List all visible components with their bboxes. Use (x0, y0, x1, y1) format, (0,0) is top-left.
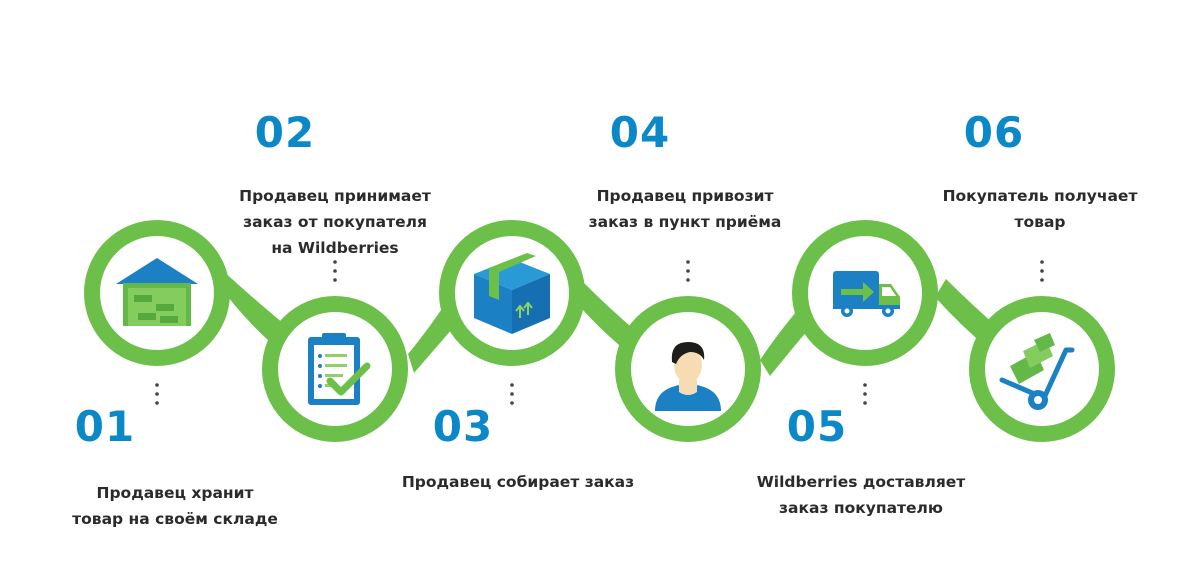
step-label-05: Wildberries доставляет заказ покупателю (756, 473, 966, 517)
person-icon (655, 342, 721, 411)
step-label-03: Продавец собирает заказ (401, 473, 635, 491)
dotted-connector-04 (686, 260, 690, 282)
step-number-02: 02 (254, 108, 316, 157)
step-number-03: 03 (432, 402, 494, 451)
step-label-01: Продавец хранит товар на своём складе (72, 484, 278, 528)
step-label-06: Покупатель получает товар (942, 187, 1138, 231)
step-label-02: Продавец принимает заказ от покупателя н… (239, 187, 431, 257)
dotted-connector-06 (1040, 260, 1044, 282)
step-number-06: 06 (963, 108, 1025, 157)
step-label-04: Продавец привозит заказ в пункт приёма (588, 187, 782, 231)
dotted-connector-03 (510, 383, 514, 405)
truck-icon (833, 271, 900, 317)
box-icon (474, 253, 550, 334)
dotted-connector-01 (155, 383, 159, 405)
warehouse-icon (116, 258, 198, 326)
dotted-connector-05 (863, 383, 867, 405)
step-number-01: 01 (74, 402, 136, 451)
dotted-connector-02 (333, 260, 337, 282)
hand-cart-icon (999, 333, 1075, 410)
clipboard-check-icon (308, 333, 371, 405)
step-number-05: 05 (786, 402, 848, 451)
step-number-04: 04 (609, 108, 671, 157)
